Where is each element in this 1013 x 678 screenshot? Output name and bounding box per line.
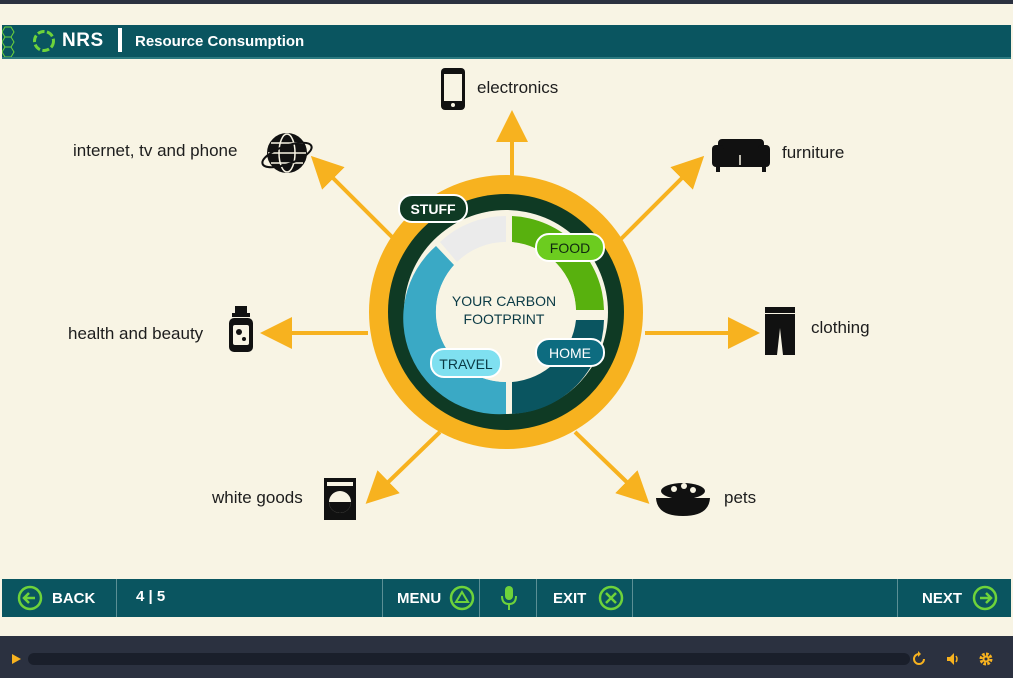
- seek-bar[interactable]: [28, 653, 910, 665]
- nrs-logo-icon: [33, 30, 55, 52]
- page-title: Resource Consumption: [135, 33, 305, 50]
- footer-divider: [382, 579, 383, 617]
- center-title-line1: YOUR CARBON: [452, 293, 556, 309]
- footer-divider: [632, 579, 633, 617]
- page-counter: 4 | 5: [136, 588, 166, 605]
- exit-button[interactable]: EXIT: [537, 579, 632, 617]
- next-label: NEXT: [922, 590, 963, 607]
- label-furniture[interactable]: furniture: [782, 143, 845, 162]
- label-white-goods[interactable]: white goods: [212, 488, 303, 507]
- label-internet[interactable]: internet, tv and phone: [73, 141, 238, 160]
- label-clothing[interactable]: clothing: [811, 318, 870, 337]
- menu-button[interactable]: MENU: [383, 579, 479, 617]
- menu-label: MENU: [397, 590, 442, 607]
- microphone-icon: [501, 586, 517, 610]
- carbon-diagram: YOUR CARBON FOOTPRINT STUFF FOOD HOME TR…: [229, 68, 795, 520]
- pill-stuff[interactable]: STUFF: [398, 194, 468, 223]
- footer-divider: [479, 579, 480, 617]
- hex-pattern-icon: [2, 26, 15, 57]
- globe-icon: [261, 133, 313, 173]
- pill-food[interactable]: FOOD: [535, 233, 605, 262]
- back-button[interactable]: BACK: [2, 579, 116, 617]
- smartphone-icon: [441, 68, 465, 110]
- center-title-line2: FOOTPRINT: [464, 311, 545, 327]
- arrow-white-goods: [365, 430, 442, 504]
- segment-travel: [403, 246, 506, 415]
- label-electronics[interactable]: electronics: [477, 78, 559, 97]
- header-bar: NRS Resource Consumption: [2, 25, 1011, 59]
- next-arrow-icon: [972, 585, 998, 611]
- back-label: BACK: [52, 590, 96, 607]
- bottle-icon: [229, 306, 253, 352]
- pill-food-label: FOOD: [550, 240, 590, 256]
- footer-nav: BACK 4 | 5 MENU EXIT: [2, 579, 1011, 617]
- top-border: [0, 0, 1013, 4]
- footer-divider: [897, 579, 898, 617]
- audio-button[interactable]: [480, 579, 536, 617]
- slide-frame: NRS Resource Consumption YOU: [0, 0, 1013, 636]
- media-player-bar: [0, 636, 1013, 678]
- label-pets[interactable]: pets: [724, 488, 757, 507]
- segment-stuff: [440, 215, 506, 262]
- header-divider: [118, 28, 122, 52]
- arrows: [260, 110, 760, 504]
- label-health[interactable]: health and beauty: [68, 324, 204, 343]
- replay-icon[interactable]: [911, 651, 927, 667]
- play-icon[interactable]: [10, 653, 22, 665]
- trousers-icon: [765, 307, 795, 355]
- menu-triangle-icon: [449, 585, 475, 611]
- settings-gear-icon[interactable]: [978, 651, 994, 667]
- arrow-pets: [573, 430, 650, 504]
- exit-x-icon: [598, 585, 624, 611]
- arrow-internet: [310, 155, 397, 242]
- footer-divider: [116, 579, 117, 617]
- washing-machine-icon: [324, 478, 356, 520]
- pill-travel[interactable]: TRAVEL: [430, 348, 502, 378]
- sofa-icon: [712, 139, 770, 172]
- next-button[interactable]: NEXT: [898, 579, 1011, 617]
- arrow-furniture: [618, 155, 705, 242]
- brand-name: NRS: [62, 30, 104, 51]
- pill-stuff-label: STUFF: [410, 201, 456, 217]
- volume-icon[interactable]: [945, 651, 961, 667]
- back-arrow-icon: [17, 585, 43, 611]
- pill-home[interactable]: HOME: [535, 338, 605, 367]
- exit-label: EXIT: [553, 590, 587, 607]
- pet-bowl-icon: [656, 483, 710, 516]
- pill-travel-label: TRAVEL: [439, 356, 493, 372]
- segment-food: [512, 216, 604, 310]
- pill-home-label: HOME: [549, 345, 591, 361]
- footer-divider: [536, 579, 537, 617]
